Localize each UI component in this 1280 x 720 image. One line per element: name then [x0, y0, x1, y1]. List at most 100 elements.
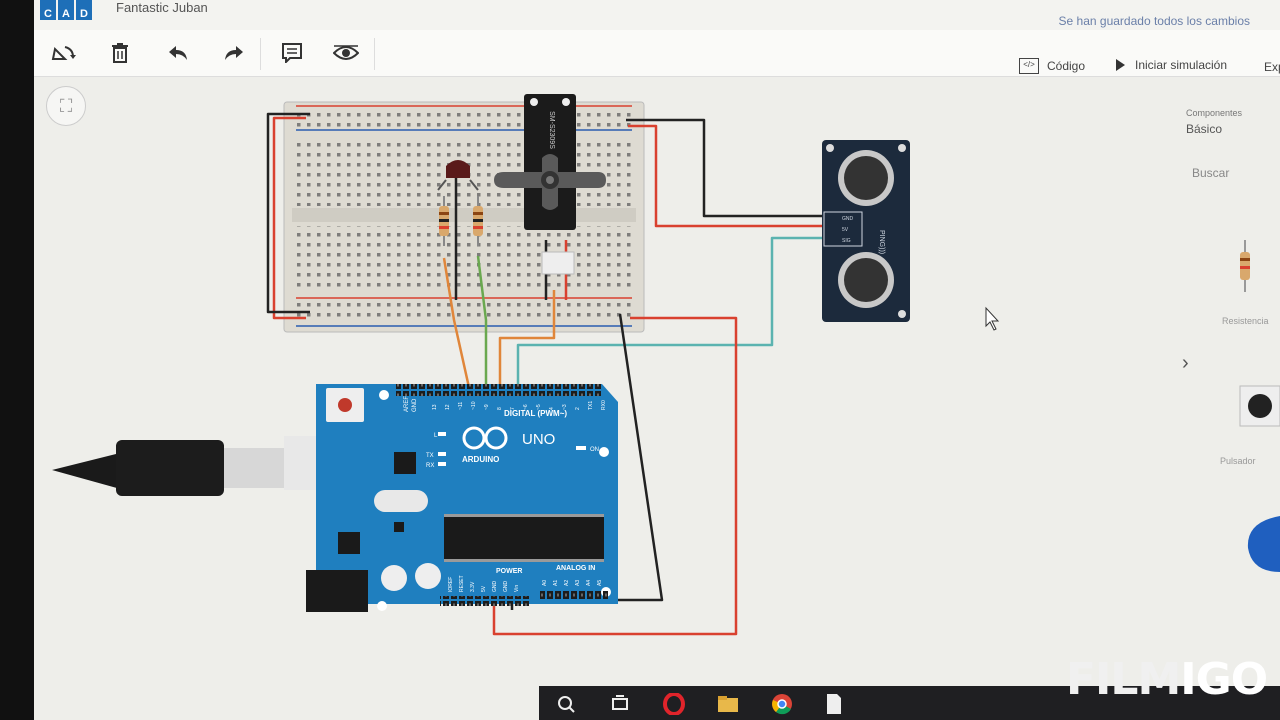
circuit-canvas[interactable]: SM-S2309S GND 5V SIG PING)))	[34, 0, 1280, 720]
digital-pin-label: 7	[510, 407, 516, 410]
arduino-brand: ARDUINO	[462, 455, 499, 464]
sensor-pin-5v: 5V	[842, 227, 849, 233]
notes-icon	[282, 43, 302, 63]
trash-icon	[112, 43, 128, 63]
logo-letter-d: D	[76, 0, 92, 20]
power-pin-label: 3.3V	[470, 581, 476, 592]
tx-label: TX	[426, 453, 434, 459]
breadboard[interactable]	[283, 101, 645, 333]
logo-letter-c: C	[40, 0, 56, 20]
document-app-icon[interactable]	[821, 692, 847, 716]
project-name[interactable]: Fantastic Juban	[116, 0, 208, 15]
fit-view-button[interactable]: ⛶	[46, 86, 86, 126]
windows-taskbar	[539, 686, 1280, 720]
file-explorer-icon[interactable]	[715, 692, 741, 716]
resistor[interactable]	[439, 196, 449, 246]
panel-title: Componentes	[1186, 108, 1243, 118]
wire-teal-signal[interactable]	[516, 236, 824, 390]
task-view-icon[interactable]	[607, 692, 633, 716]
analog-pin-label: A0	[542, 580, 548, 586]
delete-button[interactable]	[104, 38, 136, 68]
potentiometer-icon[interactable]	[1240, 512, 1280, 576]
sensor-pin-gnd: GND	[842, 216, 854, 222]
play-icon	[1116, 59, 1125, 71]
wire-red-5v-arduino[interactable]	[492, 316, 738, 636]
rotate-icon	[51, 46, 76, 60]
digital-pin-label: ~11	[458, 402, 464, 410]
analog-header[interactable]	[540, 590, 608, 600]
export-button[interactable]: Exp	[1264, 60, 1280, 74]
digital-pin-label: ~3	[562, 404, 568, 410]
resistor[interactable]	[473, 196, 483, 246]
analog-pin-label: A4	[586, 580, 592, 586]
redo-button[interactable]	[218, 38, 250, 68]
analog-pin-label: A3	[575, 580, 581, 586]
power-pin-label: GND	[503, 581, 509, 593]
undo-button[interactable]	[162, 38, 194, 68]
save-status: Se han guardado todos los cambios	[1058, 14, 1250, 28]
digital-pin-label: 12	[445, 404, 451, 410]
wire-red-sensor-5v[interactable]	[628, 124, 824, 228]
chrome-browser-icon[interactable]	[769, 692, 795, 716]
code-button[interactable]: </> Código	[1019, 58, 1085, 74]
pushbutton-label: Pulsador	[1220, 456, 1256, 466]
power-jack[interactable]	[306, 570, 368, 612]
digital-pin-label: RX0	[601, 400, 607, 410]
servo-motor[interactable]: SM-S2309S	[494, 94, 606, 275]
digital-pin-label: 13	[432, 404, 438, 410]
sensor-label: PING)))	[878, 230, 885, 254]
start-simulation-button[interactable]: Iniciar simulación	[1116, 58, 1227, 72]
editor-toolbar: </> Código Iniciar simulación Exp	[34, 30, 1280, 77]
logo-letter-a: A	[58, 0, 74, 20]
watermark-text-b: IGO	[1180, 654, 1268, 705]
digital-header[interactable]	[396, 384, 602, 396]
wire-orange-pin11[interactable]	[442, 257, 472, 393]
watermark-text-a: FILM	[1066, 654, 1181, 705]
wire-green-pin10[interactable]	[476, 255, 488, 392]
gnd-label: GND	[412, 398, 418, 412]
power-label: POWER	[496, 568, 522, 575]
visibility-button[interactable]	[330, 38, 362, 68]
analog-pin-label: A2	[564, 580, 570, 586]
simulation-label: Iniciar simulación	[1135, 58, 1228, 72]
opera-browser-icon[interactable]	[661, 692, 687, 716]
breadboard-bottom-rail	[292, 302, 636, 322]
digital-pin-label: TX1	[588, 401, 594, 410]
pushbutton-icon[interactable]	[1236, 382, 1280, 434]
component-search-input[interactable]: Buscar	[1192, 166, 1230, 180]
on-label: ON	[590, 447, 599, 453]
rotate-button[interactable]	[48, 38, 80, 68]
component-category-select[interactable]: Básico	[1186, 122, 1223, 136]
digital-pin-label: ~5	[536, 404, 542, 410]
wire-red-left[interactable]	[272, 116, 306, 320]
usb-cable[interactable]	[52, 436, 362, 496]
digital-pin-label: ~6	[523, 404, 529, 410]
ultrasonic-sensor[interactable]: GND 5V SIG PING)))	[822, 140, 910, 322]
arduino-model: UNO	[522, 431, 555, 448]
power-pin-label: RESET	[459, 575, 465, 592]
toolbar-divider	[374, 38, 375, 70]
rx-label: RX	[426, 463, 434, 469]
notes-button[interactable]	[276, 38, 308, 68]
wire-orange-servo[interactable]	[498, 290, 556, 392]
breadboard-center-channel	[292, 208, 636, 222]
led[interactable]	[437, 160, 479, 191]
eye-icon	[333, 45, 359, 60]
components-panel: Componentes Básico Buscar Resistencia › …	[1174, 100, 1280, 640]
search-icon[interactable]	[553, 692, 579, 716]
tinkercad-logo[interactable]: C A D	[40, 0, 94, 20]
mouse-cursor	[985, 306, 1000, 331]
wire-black-sensor-gnd[interactable]	[626, 118, 824, 218]
atmega-chip	[444, 516, 604, 560]
digital-pin-label: 4	[549, 407, 555, 410]
sensor-pin-sig: SIG	[842, 238, 851, 244]
wire-black-left[interactable]	[266, 112, 310, 314]
digital-pin-label: 8	[497, 407, 503, 410]
chevron-right-icon[interactable]: ›	[1182, 352, 1189, 374]
tinkercad-screen: C A D Fantastic Juban Se han guardado to…	[34, 0, 1280, 720]
power-header[interactable]	[440, 596, 530, 606]
resistor-icon[interactable]	[1238, 240, 1252, 292]
